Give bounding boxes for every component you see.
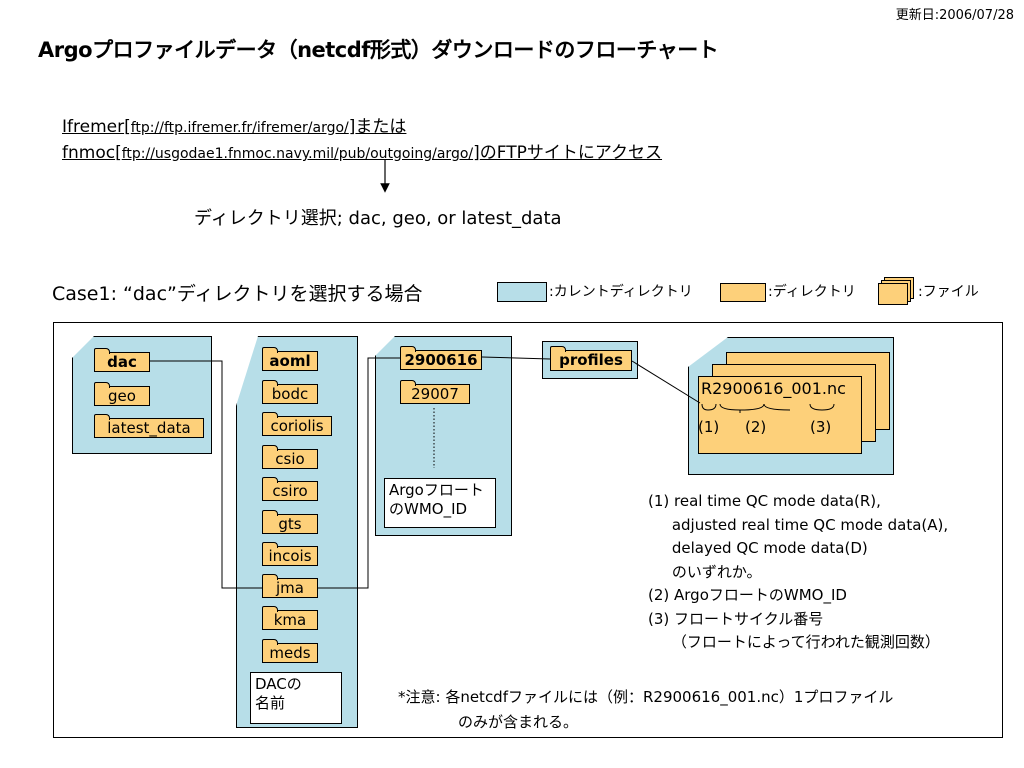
ifremer-url[interactable]: ftp://ftp.ifremer.fr/ifremer/argo/	[130, 120, 349, 136]
file-part-3: (3)	[810, 418, 832, 436]
dir-csiro[interactable]: csiro	[262, 477, 318, 501]
legend-directory-label: :ディレクトリ	[768, 284, 856, 300]
explanation-line-6: (3) フロートサイクル番号	[648, 609, 824, 628]
explanation-line-5: (2) ArgoフロートのWMO_ID	[648, 586, 847, 604]
dir-gts[interactable]: gts	[262, 510, 318, 534]
dir-aoml[interactable]: aoml	[262, 347, 318, 371]
diagram-frame	[53, 322, 1003, 738]
explanation-line-3: delayed QC mode data(D)	[648, 539, 868, 557]
case-label: Case1: “dac”ディレクトリを選択する場合	[52, 283, 423, 305]
float-caption: Argoフロート のWMO_ID	[384, 478, 496, 528]
legend-current-dir-label: :カレントディレクトリ	[549, 284, 693, 300]
dir-geo[interactable]: geo	[94, 382, 150, 406]
legend-current-dir-swatch	[497, 282, 547, 302]
dir-kma[interactable]: kma	[262, 606, 318, 630]
explanation-line-2: adjusted real time QC mode data(A),	[648, 515, 949, 534]
file-name: R2900616_001.nc	[701, 379, 846, 398]
file-part-1: (1)	[698, 418, 720, 436]
explanation-line-1: (1) real time QC mode data(R),	[648, 492, 881, 510]
file-part-2: (2)	[745, 418, 767, 436]
dac-caption: DACの 名前	[250, 672, 342, 724]
dir-profiles[interactable]: profiles	[550, 346, 632, 371]
fnmoc-url[interactable]: ftp://usgodae1.fnmoc.navy.mil/pub/outgoi…	[121, 146, 474, 162]
explanation-line-7: （フロートによって行われた観測回数）	[648, 633, 940, 651]
dir-bodc[interactable]: bodc	[262, 380, 318, 404]
note-line-2: のみが含まれる。	[458, 713, 579, 731]
legend-file-icon	[878, 277, 914, 305]
page-title: Argoプロファイルデータ（netcdf形式）ダウンロードのフローチャート	[38, 38, 719, 62]
explanation-line-4: のいずれか。	[648, 562, 762, 581]
dir-29007[interactable]: 29007	[400, 380, 470, 404]
dir-coriolis[interactable]: coriolis	[262, 412, 332, 436]
note-line-1: *注意: 各netcdfファイルには（例：R2900616_001.nc）1プロ…	[398, 688, 894, 706]
dir-latest-data[interactable]: latest_data	[94, 414, 204, 438]
legend-directory-swatch	[720, 283, 766, 302]
file-nc[interactable]	[698, 376, 862, 454]
source-ifremer[interactable]: Ifremer[ftp://ftp.ifremer.fr/ifremer/arg…	[62, 117, 407, 137]
dir-csio[interactable]: csio	[262, 445, 318, 469]
directory-select-text: ディレクトリ選択; dac, geo, or latest_data	[194, 208, 562, 229]
explanation: (1) real time QC mode data(R), adjusted …	[648, 490, 948, 655]
dir-jma[interactable]: jma	[262, 574, 318, 598]
legend-file-label: :ファイル	[918, 284, 979, 300]
dir-incois[interactable]: incois	[262, 542, 318, 566]
dir-2900616[interactable]: 2900616	[400, 346, 482, 370]
source-fnmoc[interactable]: fnmoc[ftp://usgodae1.fnmoc.navy.mil/pub/…	[62, 143, 663, 163]
dir-dac[interactable]: dac	[94, 348, 150, 372]
update-date: 更新日:2006/07/28	[895, 8, 1014, 23]
dir-meds[interactable]: meds	[262, 639, 318, 663]
